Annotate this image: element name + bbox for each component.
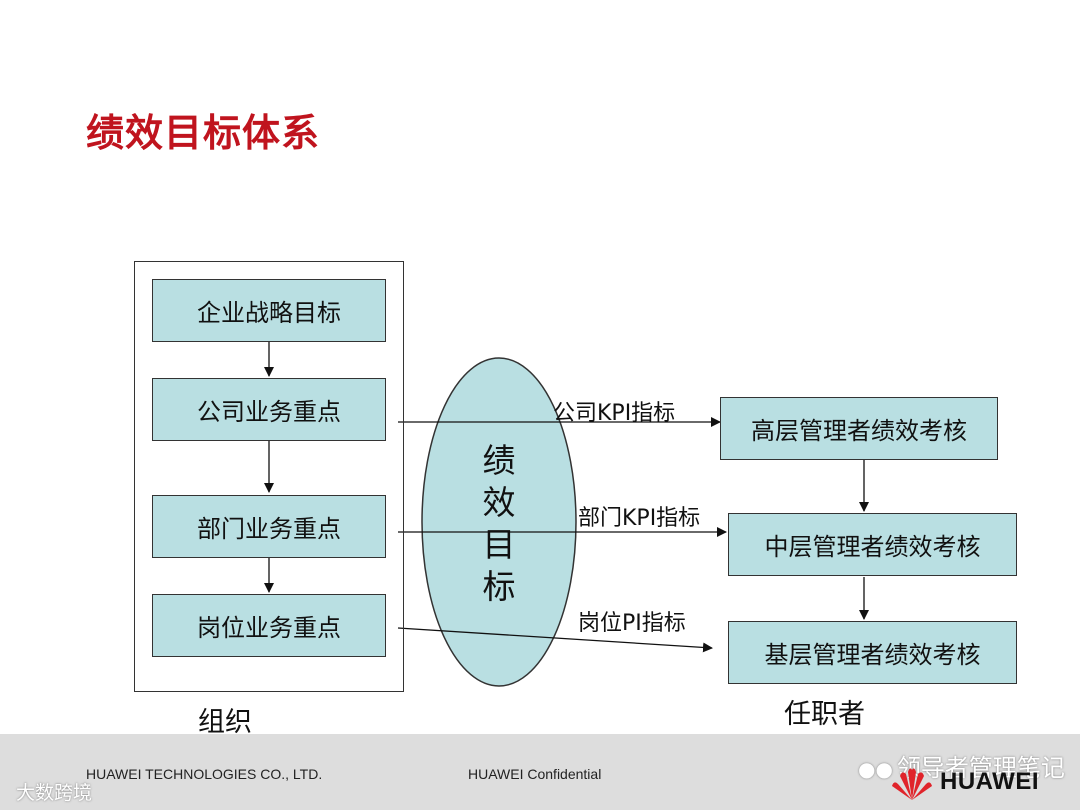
box-department-focus: 部门业务重点 [152,495,386,558]
footer-company: HUAWEI TECHNOLOGIES CO., LTD. [86,766,323,782]
box-label: 企业战略目标 [197,299,341,327]
box-label: 岗位业务重点 [197,614,341,642]
watermark-right: ●●领导者管理笔记 [858,748,1065,783]
label-post-pi: 岗位PI指标 [578,611,686,636]
caption-employees: 任职者 [784,699,865,730]
label-department-kpi: 部门KPI指标 [578,506,701,531]
watermark-right-text: 领导者管理笔记 [896,754,1065,782]
organization-frame [134,261,404,692]
arrow-post-pi [397,627,713,653]
box-post-focus: 岗位业务重点 [152,594,386,657]
ellipse-char: 目 [482,525,516,564]
page-title: 绩效目标体系 [86,111,321,155]
footer-bar [0,734,1080,810]
label-company-kpi: 公司KPI指标 [553,401,676,426]
caption-organization: 组织 [198,707,252,738]
box-corporate-strategy: 企业战略目标 [152,279,386,342]
watermark-left: 大数跨境 [16,782,93,804]
huawei-logo-icon [892,768,932,800]
box-senior-manager: 高层管理者绩效考核 [720,397,998,460]
box-label: 高层管理者绩效考核 [751,417,967,445]
ellipse-char: 标 [482,567,516,606]
box-label: 基层管理者绩效考核 [764,641,981,669]
box-middle-manager: 中层管理者绩效考核 [728,513,1017,576]
wechat-icon: ●● [858,757,893,781]
box-label: 部门业务重点 [197,515,341,543]
huawei-brand-text: HUAWEI [940,768,1039,795]
footer-confidential: HUAWEI Confidential [468,766,602,782]
performance-goal-ellipse [421,357,577,687]
box-company-focus: 公司业务重点 [152,378,386,441]
box-base-manager: 基层管理者绩效考核 [728,621,1017,684]
ellipse-char: 效 [482,483,516,522]
box-label: 中层管理者绩效考核 [764,533,981,561]
ellipse-char: 绩 [482,441,516,480]
ellipse-label: 绩 效 目 标 [462,440,536,608]
box-label: 公司业务重点 [197,398,341,426]
